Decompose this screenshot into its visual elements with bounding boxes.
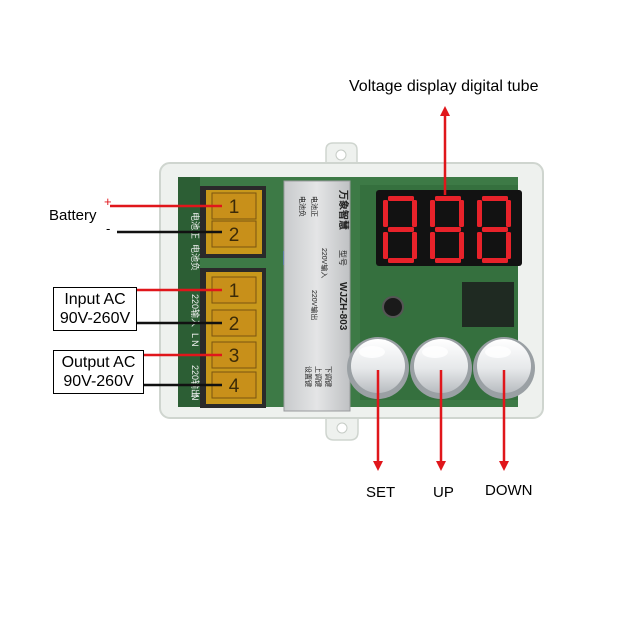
nameplate-mid-col2: 220V输出	[310, 290, 319, 320]
display-digit	[430, 196, 464, 263]
digit-segment	[435, 196, 461, 201]
terminal-number: 3	[229, 346, 240, 367]
terminal-screws: 1 2 1 2 3 4	[211, 192, 257, 399]
terminal-screw[interactable]: 2	[211, 220, 257, 248]
nameplate-model: WJZH-803	[337, 282, 348, 331]
pcb-text-n: N	[190, 394, 200, 401]
digit-segment	[388, 227, 414, 232]
output-ac-box: Output AC 90V-260V	[53, 350, 144, 394]
nameplate-left-col1: 电池正	[310, 196, 319, 217]
pcb-text-output: 220输出	[190, 365, 201, 398]
terminal-number: 1	[229, 281, 240, 302]
digit-segment	[430, 232, 435, 259]
digit-segment	[435, 258, 461, 263]
nameplate: 万象智慧 型号 WJZH-803 电池正 电池负 220V输入 220V输出 下…	[283, 180, 351, 412]
output-ac-voltage: 90V-260V	[63, 373, 134, 390]
digit-segment	[412, 232, 417, 259]
digit-segment	[482, 258, 508, 263]
digit-segment	[388, 258, 414, 263]
digit-segment	[412, 200, 417, 227]
pcb-text-battery-negative: 电池负	[190, 244, 201, 271]
input-ac-voltage: 90V-260V	[59, 310, 131, 327]
pcb-silkscreen: 电池正 电池负 220输入 L N 220输出 N	[190, 212, 201, 401]
digit-segment	[477, 200, 482, 227]
terminal-screw[interactable]: 1	[211, 192, 257, 220]
nameplate-title: 万象智慧	[337, 189, 350, 230]
display-digits	[383, 196, 511, 263]
display-digit	[477, 196, 511, 263]
set-label: SET	[366, 484, 396, 501]
digit-segment	[459, 232, 464, 259]
digit-segment	[482, 227, 508, 232]
pcb-text-battery-positive: 电池正	[190, 212, 201, 239]
nameplate-model-label: 型号	[338, 250, 347, 266]
digit-segment	[506, 232, 511, 259]
down-label: DOWN	[485, 482, 533, 499]
digit-segment	[482, 196, 508, 201]
battery-minus-sign: -	[106, 221, 111, 236]
terminal-screw[interactable]: 4	[211, 371, 257, 399]
output-ac-label: Output AC	[61, 354, 136, 371]
input-ac-label: Input AC	[64, 291, 126, 308]
pcb-text-ln: L N	[190, 333, 200, 347]
digit-segment	[506, 200, 511, 227]
arrows	[373, 106, 509, 471]
terminal-number: 4	[229, 376, 240, 397]
digit-segment	[383, 200, 388, 227]
digit-segment	[477, 232, 482, 259]
terminal-number: 1	[229, 197, 240, 218]
battery-plus-sign: +	[104, 194, 112, 209]
nameplate-right-2: 上调键	[314, 366, 323, 387]
digit-segment	[435, 227, 461, 232]
nameplate-left-col2: 电池负	[298, 196, 307, 217]
display-label: Voltage display digital tube	[349, 78, 539, 95]
terminal-number: 2	[229, 314, 240, 335]
digit-segment	[388, 196, 414, 201]
pcb-text-input: 220输入	[190, 294, 201, 327]
display-digit	[383, 196, 417, 263]
nameplate-right-3: 设置键	[304, 366, 313, 387]
input-ac-box: Input AC 90V-260V	[53, 287, 137, 331]
down-button[interactable]	[473, 337, 535, 399]
digit-segment	[430, 200, 435, 227]
nameplate-right-1: 下调键	[324, 366, 333, 387]
terminal-number: 2	[229, 225, 240, 246]
nameplate-mid-col1: 220V输入	[320, 248, 329, 278]
set-button[interactable]	[347, 337, 409, 399]
digit-segment	[383, 232, 388, 259]
up-button[interactable]	[410, 337, 472, 399]
wires	[110, 204, 222, 387]
up-label: UP	[433, 484, 454, 501]
digit-segment	[459, 200, 464, 227]
battery-label: Battery	[49, 207, 97, 224]
